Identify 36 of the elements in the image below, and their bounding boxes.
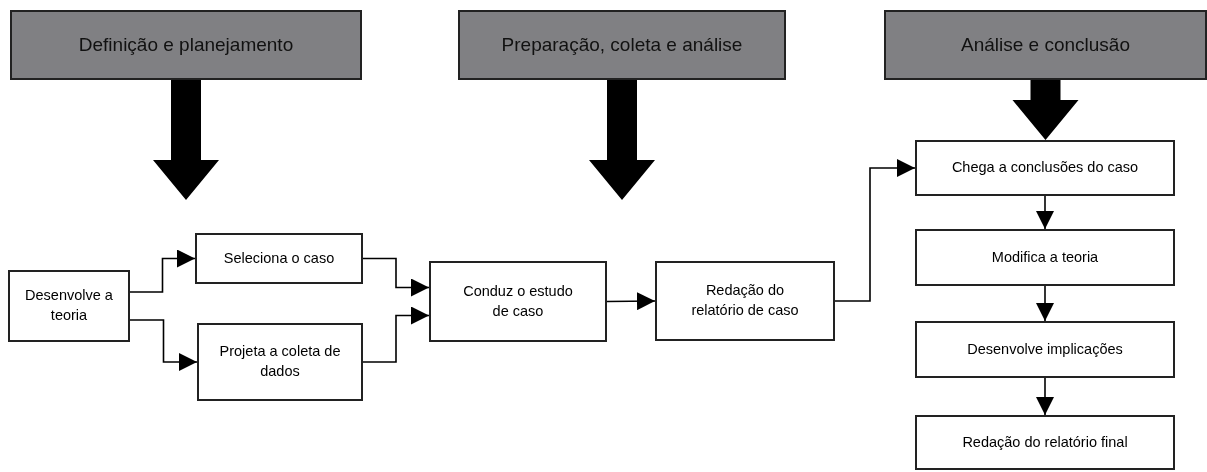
step-label: Modifica a teoria [991,247,1099,267]
step-label: Desenvolve a teoria [24,286,114,325]
process-box [915,321,1175,378]
arrow [1036,285,1054,322]
step-label: Redação do relatório de caso [690,281,800,320]
phase-header [10,10,362,80]
step-label: Chega a conclusões do caso [951,158,1139,178]
phase-header [458,10,786,80]
arrow [362,257,430,297]
arrow [1036,377,1054,416]
phase-title: Definição e planejamento [78,34,294,56]
phase-header [884,10,1207,80]
arrow [129,319,198,371]
phase-title: Preparação, coleta e análise [501,34,743,56]
arrow [606,292,656,311]
process-box [197,323,363,401]
arrow [129,249,196,293]
block-arrow [589,80,655,200]
process-box [195,233,363,284]
block-arrow [1012,80,1079,140]
step-label: Conduz o estudo de caso [462,281,574,321]
process-box [915,229,1175,286]
step-label: Seleciona o caso [223,248,335,268]
phase-title: Análise e conclusão [961,34,1130,56]
arrow [834,159,916,302]
step-label: Redação do relatório final [962,432,1128,452]
process-box [915,140,1175,196]
step-label: Desenvolve implicações [967,339,1123,359]
block-arrow [153,80,219,200]
process-box [429,261,607,342]
process-box [915,415,1175,470]
process-box [8,270,130,342]
arrow [362,306,430,363]
arrow [1036,195,1054,230]
step-label: Projeta a coleta de dados [219,342,341,381]
process-box [655,261,835,341]
